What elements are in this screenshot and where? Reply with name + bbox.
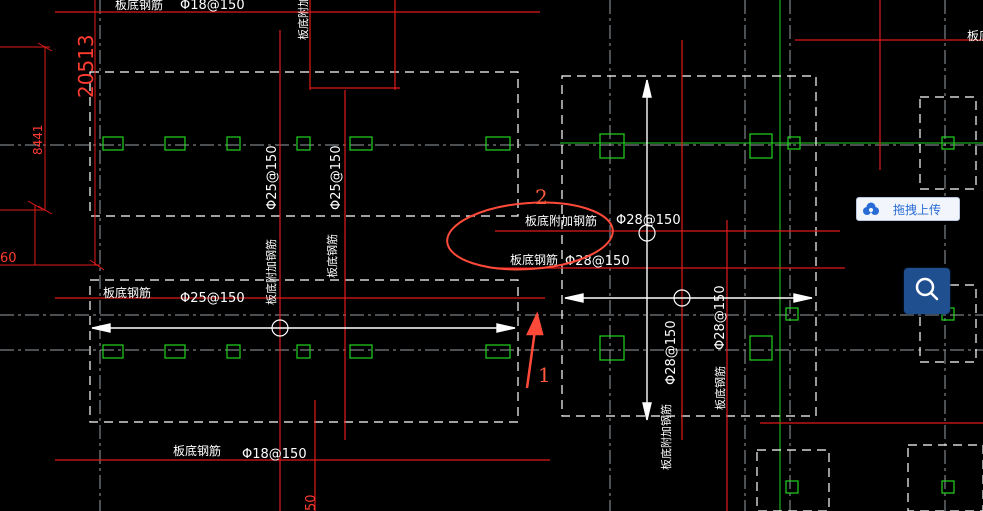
- dimension-lines: [0, 0, 105, 271]
- cloud-icon: [857, 198, 885, 220]
- vert-add-right-label: 板底附加钢筋: [659, 404, 673, 470]
- top-rebar-label: 板底钢筋: [115, 0, 163, 12]
- vert-spec-2: Φ25@150: [329, 145, 344, 210]
- vert-rebar-right-label: 板底钢筋: [713, 366, 727, 410]
- drag-upload-button[interactable]: 拖拽上传: [856, 197, 960, 221]
- vert-add-left-label: 板底附加钢筋: [264, 239, 278, 305]
- vert-spec-right-2: Φ28@150: [713, 285, 728, 350]
- column-markers: [102, 133, 955, 494]
- dimension-60: 60: [0, 251, 17, 266]
- span-circles: [271, 224, 691, 337]
- top-right-rebar-label: 板底: [967, 28, 983, 43]
- left-rebar-spec: Φ25@150: [180, 291, 245, 306]
- bottom-rebar-label: 板底钢筋: [173, 443, 221, 458]
- rebar-lines: [55, 0, 983, 511]
- bottom-rebar-spec: Φ18@150: [242, 447, 307, 462]
- annotation-arrow: [525, 311, 544, 389]
- annotation-marker-2: 2: [535, 185, 548, 209]
- vert-rebar-left-label: 板底钢筋: [325, 234, 339, 278]
- dimension-50: 50: [304, 494, 319, 511]
- mid-rebar-spec: Φ28@150: [565, 254, 630, 269]
- slab-outlines: [89, 71, 983, 511]
- top-vert-add-label: 板底附加钢筋: [296, 0, 310, 40]
- vert-spec-1: Φ25@150: [265, 145, 280, 210]
- drag-upload-label: 拖拽上传: [893, 202, 942, 217]
- highlight-ellipse: [446, 201, 614, 271]
- mid-add-spec: Φ28@150: [616, 213, 681, 228]
- dimension-20513: 20513: [74, 34, 98, 98]
- span-arrows: [91, 79, 813, 421]
- mid-add-rebar-label: 板底附加钢筋: [525, 213, 597, 228]
- mid-rebar-label: 板底钢筋: [510, 252, 558, 267]
- top-rebar-spec: Φ18@150: [180, 0, 245, 13]
- left-rebar-label: 板底钢筋: [103, 285, 151, 300]
- search-icon: [914, 276, 940, 306]
- search-button[interactable]: [904, 268, 950, 314]
- dimension-8441: 8441: [31, 124, 45, 155]
- vert-spec-right-1: Φ28@150: [664, 320, 679, 385]
- annotation-marker-1: 1: [538, 363, 551, 387]
